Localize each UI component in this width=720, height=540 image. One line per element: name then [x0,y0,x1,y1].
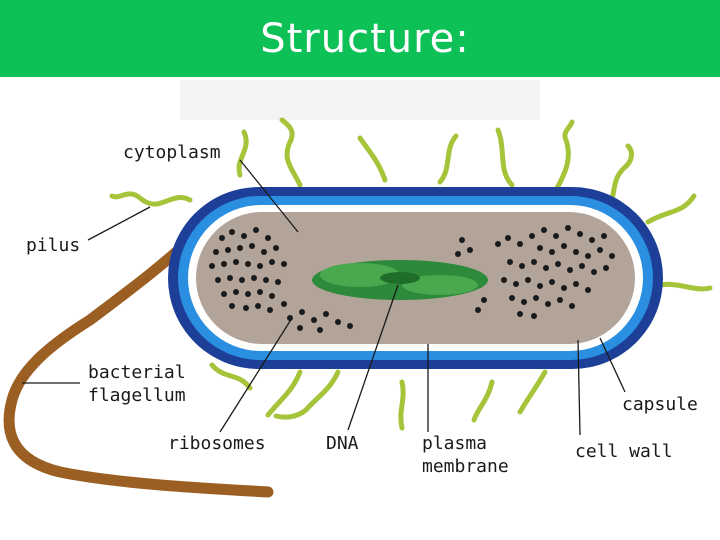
pilus [236,129,249,178]
pilus [657,281,713,292]
pilus [645,193,697,225]
dna-nucleoid [312,260,488,300]
label-cytoplasm: cytoplasm [123,142,221,163]
label-membrane-line1: plasma [422,433,487,454]
pilus [265,369,303,418]
pilus [437,133,459,185]
capsule-leader [599,337,626,393]
ribosomes [209,225,615,333]
cytoplasm-leader [239,159,299,233]
flagellum [3,224,274,498]
pilus [279,117,303,188]
label-capsule: capsule [622,394,698,415]
pilus [553,119,575,193]
dna-leader [347,284,399,431]
dna-mass [402,275,478,295]
pilus [495,127,515,188]
label-ribosomes: ribosomes [168,433,266,454]
pili [109,117,713,431]
pilus [273,369,341,420]
label-cell-wall: cell wall [575,441,673,462]
label-flagellum-line1: bacterial [88,362,186,383]
pilus [398,379,406,431]
pilus [357,135,388,183]
slide-title: Structure: [260,15,470,62]
bacterium-diagram: cytoplasm pilus bacterial flagellum ribo… [3,80,713,498]
pilus [471,379,495,423]
pilus [209,362,253,391]
leader-lines [22,159,626,436]
diagram-panel [180,80,540,120]
cell-wall-leader [577,339,581,436]
pilus [517,369,548,415]
dna-mass [380,272,420,284]
title-bar: Structure: [0,0,720,77]
ribosomes-leader [219,317,293,433]
pilus-leader [87,206,151,241]
label-flagellum-line2: flagellum [88,385,186,406]
pilus [109,191,193,207]
pilus [607,143,634,208]
label-dna: DNA [326,433,359,454]
label-membrane-line2: membrane [422,456,509,477]
label-pilus: pilus [26,235,80,256]
dna-mass [320,263,400,287]
